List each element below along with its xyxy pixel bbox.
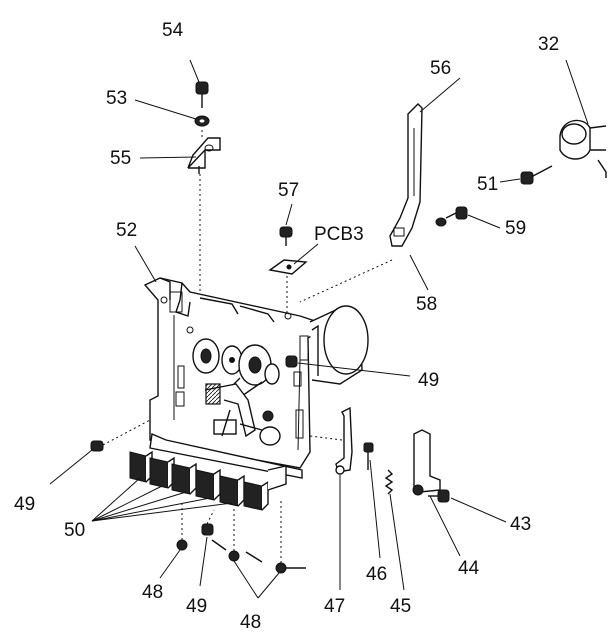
leader-32 bbox=[565, 59, 589, 125]
screw-49-bottom bbox=[201, 509, 215, 536]
key bbox=[129, 450, 153, 483]
label-49-bottom: 49 bbox=[186, 596, 207, 617]
label-51: 51 bbox=[477, 174, 498, 195]
leader-52 bbox=[134, 245, 157, 283]
screw-51 bbox=[520, 165, 553, 185]
key bbox=[219, 474, 245, 507]
label-49-left: 49 bbox=[14, 494, 35, 515]
reel-hub-left bbox=[192, 338, 220, 374]
label-pcb3: PCB3 bbox=[314, 224, 364, 245]
function-keys-50 bbox=[129, 432, 303, 511]
label-53: 53 bbox=[106, 88, 127, 109]
bracket-55 bbox=[187, 137, 221, 174]
leader-54 bbox=[189, 59, 200, 83]
screw-59 bbox=[445, 206, 468, 220]
lever-47 bbox=[335, 406, 353, 475]
leader-50 bbox=[91, 477, 141, 522]
screw-48-c bbox=[275, 500, 306, 574]
screw-48-b bbox=[228, 508, 240, 562]
leader-53 bbox=[134, 99, 197, 120]
washer-lever bbox=[435, 217, 447, 227]
small-gear bbox=[259, 410, 281, 446]
washer-53 bbox=[194, 115, 210, 127]
label-43: 43 bbox=[510, 514, 531, 535]
screw-43 bbox=[428, 489, 450, 503]
label-48-b: 48 bbox=[240, 612, 261, 633]
leader-58 bbox=[409, 254, 429, 291]
label-44: 44 bbox=[458, 558, 480, 579]
leader-56 bbox=[419, 77, 461, 113]
key bbox=[195, 468, 221, 501]
leader-48-b bbox=[233, 560, 259, 599]
screw-49-left bbox=[90, 419, 151, 452]
screw-57 bbox=[279, 226, 293, 246]
leader-46 bbox=[369, 459, 381, 559]
label-46: 46 bbox=[366, 564, 387, 585]
leader-pcb3 bbox=[293, 243, 319, 265]
leader-48-a bbox=[159, 549, 181, 579]
label-48-a: 48 bbox=[142, 582, 163, 603]
screw-54 bbox=[195, 81, 209, 108]
leader-44 bbox=[429, 495, 461, 557]
leader-49-left bbox=[49, 449, 93, 485]
alignment-line-58 bbox=[299, 259, 393, 303]
leader-59 bbox=[467, 214, 501, 229]
label-54: 54 bbox=[162, 20, 184, 41]
gear-center bbox=[221, 345, 243, 375]
label-50: 50 bbox=[64, 520, 85, 541]
leader-55 bbox=[139, 156, 197, 159]
bracket-32 bbox=[559, 119, 607, 178]
screw-46 bbox=[363, 442, 374, 470]
label-52: 52 bbox=[116, 220, 137, 241]
head-bracket bbox=[204, 383, 256, 438]
leader-51 bbox=[499, 178, 521, 183]
leader-43 bbox=[450, 497, 507, 523]
spring-45 bbox=[384, 469, 394, 495]
leader-57 bbox=[285, 203, 293, 226]
pcb3-board bbox=[268, 259, 308, 275]
key bbox=[171, 462, 197, 495]
label-32: 32 bbox=[538, 34, 559, 55]
label-47: 47 bbox=[324, 596, 345, 617]
leader-45 bbox=[389, 493, 405, 591]
motor bbox=[309, 305, 369, 385]
label-56: 56 bbox=[430, 58, 451, 79]
leader-49-bottom bbox=[199, 536, 208, 587]
label-49-right: 49 bbox=[418, 370, 439, 391]
label-57: 57 bbox=[278, 180, 299, 201]
label-45: 45 bbox=[390, 596, 411, 617]
pinch-roller bbox=[264, 363, 280, 385]
lever-44 bbox=[412, 429, 441, 496]
key bbox=[149, 456, 175, 489]
head-block bbox=[205, 383, 263, 437]
screw-49-right bbox=[285, 355, 298, 368]
key bbox=[243, 480, 269, 511]
leader-49-right bbox=[297, 362, 411, 377]
screw-48-a bbox=[176, 502, 188, 551]
label-55: 55 bbox=[110, 148, 131, 169]
label-58: 58 bbox=[416, 294, 437, 315]
lever-56 bbox=[389, 103, 423, 247]
label-59: 59 bbox=[505, 218, 526, 239]
